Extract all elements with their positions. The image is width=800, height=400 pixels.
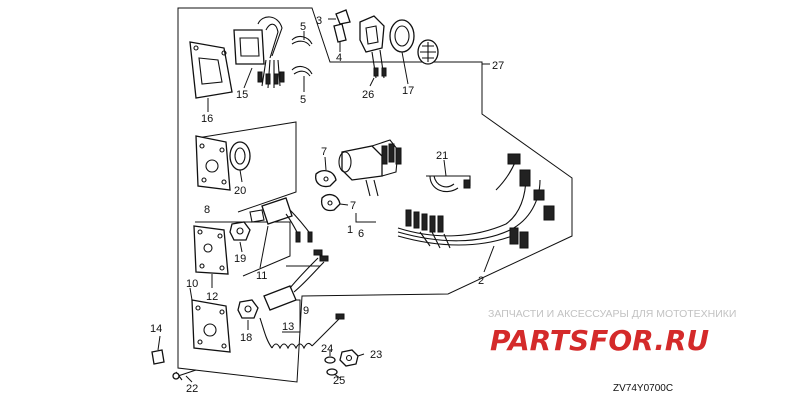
callout-1-label: 1 (347, 224, 353, 236)
clip-part (291, 35, 313, 77)
callout-5-label: 5 (300, 21, 306, 33)
grommet-part (229, 141, 251, 171)
callout-12-label: 12 (206, 291, 218, 303)
nut-part-19 (229, 221, 251, 241)
callout-23-label: 23 (370, 349, 382, 361)
hardware-parts (151, 349, 359, 381)
callout-20-label: 20 (234, 185, 246, 197)
callout-9-label: 9 (303, 305, 309, 317)
kill-switch-part (263, 249, 329, 311)
callout-5b-label: 5 (300, 94, 306, 106)
plate-part-8 (195, 135, 231, 191)
plate-part-12 (193, 225, 229, 275)
watermark-subtitle: ЗАПЧАСТИ И АКСЕССУАРЫ ДЛЯ МОТОТЕХНИКИ (488, 308, 736, 320)
callout-18-label: 18 (240, 332, 252, 344)
callout-2-label: 2 (478, 275, 484, 287)
callout-22-label: 22 (186, 383, 198, 395)
ignition-switch-part (338, 139, 402, 197)
callout-8-label: 8 (204, 204, 210, 216)
plate-part-10 (191, 299, 231, 353)
coiled-cord-part (259, 313, 345, 350)
callout-14-label: 14 (150, 323, 162, 335)
clamp-part (426, 175, 471, 193)
holder-part (359, 15, 387, 79)
switch-unit-part (249, 197, 313, 243)
callout-7b-label: 7 (350, 200, 356, 212)
callout-6-label: 6 (358, 228, 364, 240)
callout-21-label: 21 (436, 150, 448, 162)
callout-3-label: 3 (316, 15, 322, 27)
screw-plug-part (333, 9, 351, 43)
main-switch-part (233, 16, 285, 89)
assembly-outline (177, 7, 573, 383)
callout-26-label: 26 (362, 89, 374, 101)
callout-19-label: 19 (234, 253, 246, 265)
diagram-code: ZV74Y0700C (613, 383, 673, 394)
nut-part-18 (237, 299, 259, 319)
callout-11-label: 11 (256, 270, 267, 282)
watermark-brand: PARTSFOR.RU (490, 324, 709, 357)
leader-lines (157, 18, 495, 383)
callout-15-label: 15 (236, 89, 248, 101)
buzzer-part (389, 19, 439, 65)
callout-10-label: 10 (186, 278, 198, 290)
callout-7-label: 7 (321, 146, 327, 158)
callout-4-label: 4 (336, 52, 342, 64)
callout-24-label: 24 (321, 343, 333, 355)
wire-harness-part (397, 153, 555, 249)
callout-25-label: 25 (333, 375, 345, 387)
callout-17-label: 17 (402, 85, 414, 97)
callout-13-label: 13 (282, 321, 294, 333)
switch-panel-part (189, 41, 233, 99)
key-part (315, 169, 341, 212)
callout-16-label: 16 (201, 113, 213, 125)
callout-27-label: 27 (492, 60, 504, 72)
